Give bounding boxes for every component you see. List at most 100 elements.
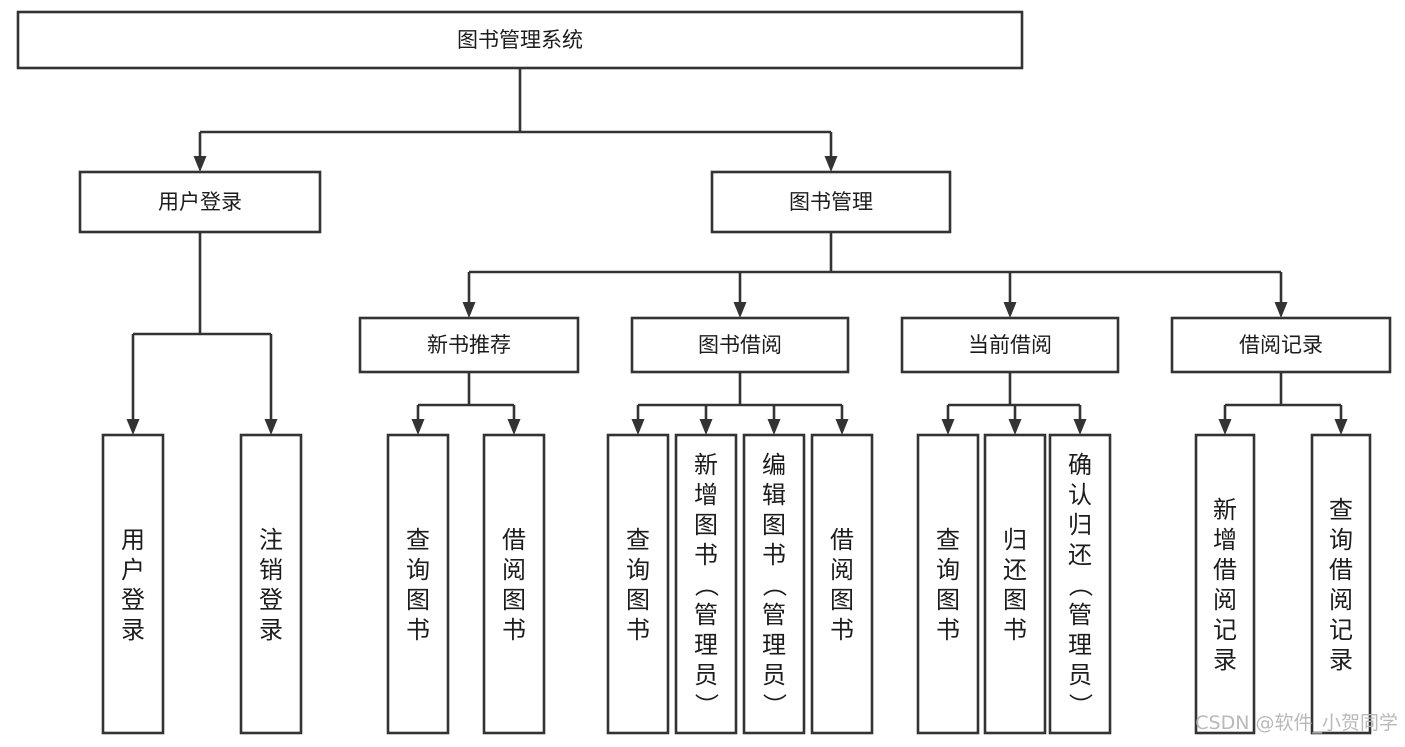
node-label-char: 记 xyxy=(1213,616,1237,644)
node-book-borrow[interactable]: 图书借阅 xyxy=(630,316,850,374)
node-label-char: 认 xyxy=(1068,481,1092,509)
arrow-head-icon xyxy=(1218,419,1232,435)
node-label-char: 增 xyxy=(694,481,718,509)
node-leaf-user-login[interactable]: 用户登录用户登录 xyxy=(101,433,165,735)
node-label-char: 理 xyxy=(1068,631,1092,659)
arrow-head-icon xyxy=(1008,419,1022,435)
node-label-char: 借 xyxy=(1329,556,1353,584)
node-label-char: 录 xyxy=(121,616,145,644)
node-leaf-borrow-book-2[interactable]: 借阅图书借阅图书 xyxy=(810,433,874,735)
node-book-manage[interactable]: 图书管理 xyxy=(710,170,952,234)
node-label-char: （ xyxy=(760,573,788,597)
node-label-char: 书 xyxy=(1003,616,1027,644)
node-box xyxy=(630,316,850,374)
node-label-char: 书 xyxy=(406,616,430,644)
node-label: 图书借阅 xyxy=(698,333,782,357)
arrow-head-icon xyxy=(126,419,140,435)
node-label-char: 借 xyxy=(1213,556,1237,584)
node-box xyxy=(101,433,165,735)
node-leaf-query-book-1[interactable]: 查询图书查询图书 xyxy=(386,433,450,735)
node-box xyxy=(1170,316,1392,374)
node-box xyxy=(78,170,322,234)
connector-layer xyxy=(126,68,1348,435)
node-new-book-recommend[interactable]: 新书推荐 xyxy=(358,316,580,374)
arrow-head-icon xyxy=(699,419,713,435)
arrow-head-icon xyxy=(824,156,838,172)
node-label-char: 还 xyxy=(1003,556,1027,584)
node-label-char: 询 xyxy=(936,556,960,584)
node-label-char: 书 xyxy=(626,616,650,644)
node-label-char: 归 xyxy=(1003,526,1027,554)
node-leaf-return-book[interactable]: 归还图书归还图书 xyxy=(983,433,1047,735)
node-leaf-add-record[interactable]: 新增借阅记录新增借阅记录 xyxy=(1194,433,1256,735)
node-leaf-query-book-3[interactable]: 查询图书查询图书 xyxy=(916,433,980,735)
node-box xyxy=(482,433,546,735)
node-box xyxy=(16,10,1024,70)
node-label-char: 确 xyxy=(1068,451,1092,479)
arrow-head-icon xyxy=(733,302,747,318)
arrow-head-icon xyxy=(462,302,476,318)
node-label-char: 查 xyxy=(406,526,430,554)
node-box xyxy=(1310,433,1372,735)
node-label-char: 阅 xyxy=(1329,586,1353,614)
node-label: 图书管理 xyxy=(789,190,873,214)
node-label-char: 图 xyxy=(406,586,430,614)
node-label-char: 询 xyxy=(406,556,430,584)
node-leaf-query-record[interactable]: 查询借阅记录查询借阅记录 xyxy=(1310,433,1372,735)
node-leaf-borrow-book-1[interactable]: 借阅图书借阅图书 xyxy=(482,433,546,735)
node-user-login[interactable]: 用户登录 xyxy=(78,170,322,234)
node-label-char: 询 xyxy=(1329,526,1353,554)
node-label-char: 查 xyxy=(1329,496,1353,524)
node-label-char: 理 xyxy=(762,631,786,659)
node-label-char: 阅 xyxy=(502,556,526,584)
node-label-char: 增 xyxy=(1213,526,1237,554)
node-label-char: 编 xyxy=(762,451,786,479)
node-label-char: 理 xyxy=(694,631,718,659)
arrow-head-icon xyxy=(631,419,645,435)
node-label-char: 登 xyxy=(259,586,283,614)
node-label-char: 书 xyxy=(694,541,718,569)
node-leaf-user-logout[interactable]: 注销登录注销登录 xyxy=(239,433,303,735)
node-box xyxy=(606,433,670,735)
node-label-char: 查 xyxy=(936,526,960,554)
node-box xyxy=(674,433,738,735)
node-label: 借阅记录 xyxy=(1239,333,1323,357)
node-current-borrow[interactable]: 当前借阅 xyxy=(900,316,1120,374)
node-label-char: 图 xyxy=(830,586,854,614)
node-label-char: 销 xyxy=(259,556,283,584)
node-label-char: 查 xyxy=(626,526,650,554)
node-label-char: ） xyxy=(1066,693,1094,717)
node-label: 当前借阅 xyxy=(968,333,1052,357)
node-borrow-record[interactable]: 借阅记录 xyxy=(1170,316,1392,374)
csdn-watermark: CSDN @软件_小贺同学 xyxy=(1195,712,1398,734)
node-layer: 图书管理系统用户登录图书管理新书推荐图书借阅当前借阅借阅记录用户登录用户登录注销… xyxy=(16,10,1392,735)
node-label-char: 图 xyxy=(502,586,526,614)
node-label-char: 录 xyxy=(1329,646,1353,674)
node-label-char: 注 xyxy=(259,526,283,554)
node-label-char: 新 xyxy=(1213,496,1237,524)
node-box xyxy=(239,433,303,735)
arrow-head-icon xyxy=(1274,302,1288,318)
node-label-char: 户 xyxy=(121,556,145,584)
node-box xyxy=(1048,433,1112,735)
node-box xyxy=(983,433,1047,735)
node-label: 图书管理系统 xyxy=(457,28,583,52)
node-label-char: 登 xyxy=(121,586,145,614)
node-root[interactable]: 图书管理系统 xyxy=(16,10,1024,70)
node-label-char: 图 xyxy=(762,511,786,539)
node-label: 新书推荐 xyxy=(427,333,511,357)
node-label-char: 辑 xyxy=(762,481,786,509)
node-box xyxy=(710,170,952,234)
node-box xyxy=(900,316,1120,374)
arrow-head-icon xyxy=(767,419,781,435)
node-label-char: ） xyxy=(692,693,720,717)
node-label-char: 图 xyxy=(936,586,960,614)
node-leaf-query-book-2[interactable]: 查询图书查询图书 xyxy=(606,433,670,735)
node-label-char: 管 xyxy=(694,601,718,629)
node-box xyxy=(1194,433,1256,735)
